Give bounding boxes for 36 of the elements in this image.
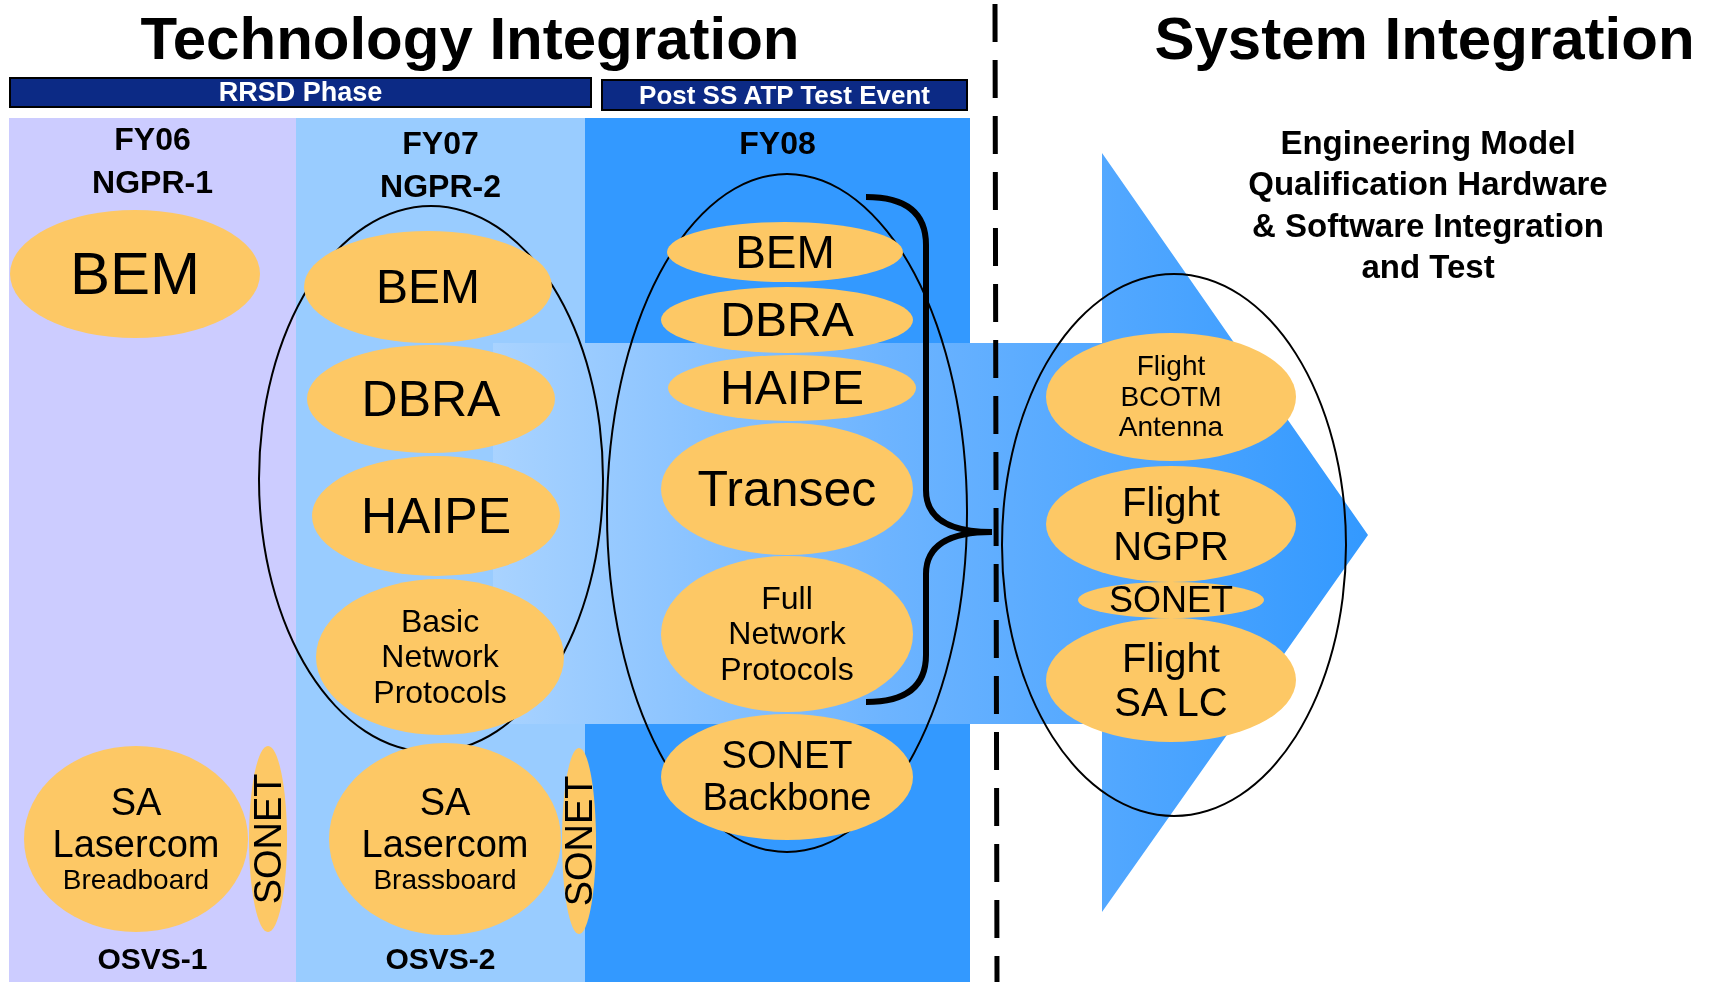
column-footer: OSVS-1 <box>52 939 253 980</box>
column-heading: FY06 NGPR-1 <box>91 120 214 203</box>
phase-label: RRSD Phase <box>218 77 383 108</box>
component-label: BEM <box>69 241 201 307</box>
component-label: HAIPE <box>359 488 513 544</box>
component-label: Transec <box>696 461 878 517</box>
component-label: DBRA <box>360 371 502 427</box>
phase-description: Engineering Model Qualification Hardware & Software Integration and Test <box>1247 123 1609 287</box>
column-band <box>9 118 296 982</box>
component-label: Flight SA LC <box>1113 636 1229 724</box>
component-label: Full Network Protocols <box>719 581 855 687</box>
component-label: DBRA <box>719 293 855 347</box>
component-label: Brassboard <box>372 865 518 897</box>
component-label: BEM <box>375 260 481 314</box>
component-label: HAIPE <box>718 361 865 415</box>
column-heading: FY07 NGPR-2 <box>379 124 502 207</box>
phase-bar <box>601 79 968 111</box>
section-heading: Technology Integration <box>139 4 801 73</box>
column-footer: OSVS-2 <box>340 939 541 980</box>
component-label: Flight BCOTM Antenna <box>1117 350 1225 444</box>
component-label: SONET <box>1108 580 1234 620</box>
component-label: Flight NGPR <box>1112 480 1230 568</box>
column-heading: FY08 <box>738 124 817 163</box>
ellipse-outline <box>606 173 968 853</box>
component-label: SONET <box>558 775 600 907</box>
component-label: Basic Network Protocols <box>372 604 508 710</box>
component-label: SONET Backbone <box>701 735 873 819</box>
phase-bar <box>9 77 592 108</box>
ellipse-outline <box>1001 273 1347 817</box>
component-label: Breadboard <box>61 865 211 897</box>
component-label: SONET <box>247 773 289 905</box>
component-label: SA Lasercom <box>51 781 221 866</box>
component-label: SA Lasercom <box>360 781 530 866</box>
section-heading: System Integration <box>1153 4 1696 73</box>
component-label: BEM <box>734 226 836 278</box>
phase-label: Post SS ATP Test Event <box>639 79 930 111</box>
